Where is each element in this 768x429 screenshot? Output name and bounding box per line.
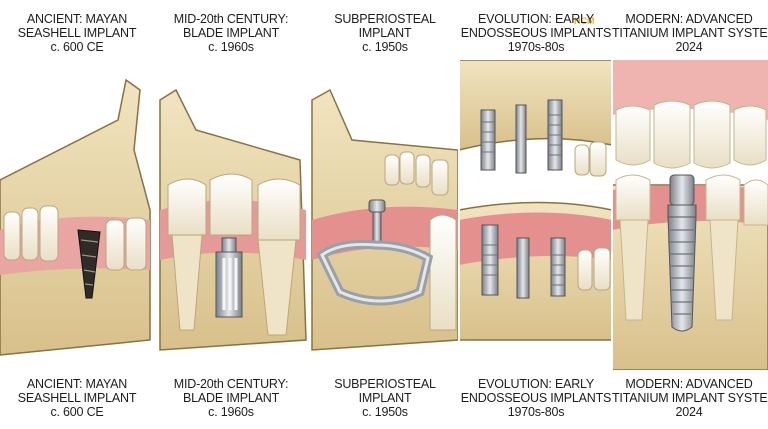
panel-divider [611,0,613,429]
panel-modern-titanium [612,60,768,370]
panel-divider [458,0,460,429]
panel-endosseous [459,60,612,370]
caption-line: IMPLANT [308,391,462,405]
panel-mayan-seashell [0,60,154,370]
caption-date: 2024 [612,405,766,419]
caption-line: SUBPERIOSTEAL [308,377,462,391]
panel-divider [153,0,155,429]
caption-line: ANCIENT: MAYAN [0,377,154,391]
caption-line: ANCIENT: MAYAN [0,12,154,26]
panel-subperiosteal [308,60,462,370]
caption-date: 1970s-80s [459,405,613,419]
caption-line: EVOLUTION: EARLY [459,12,613,26]
panel-blade-implant [154,60,308,370]
panel-divider [307,0,309,429]
caption-date: c. 1960s [154,405,308,419]
caption-bottom-modern: MODERN: ADVANCED TITANIUM IMPLANT SYSTEM… [612,377,766,419]
caption-top-subperiosteal: SUBPERIOSTEAL IMPLANT c. 1950s [308,12,462,54]
caption-top-modern: MODERN: ADVANCED TITANIUM IMPLANT SYSTEM… [612,12,766,54]
caption-top-blade: MID-20th CENTURY: BLADE IMPLANT c. 1960s [154,12,308,54]
caption-date: c. 1960s [154,40,308,54]
caption-line: MODERN: ADVANCED [612,377,766,391]
titanium-implant [668,175,696,331]
caption-line: MID-20th CENTURY: [154,12,308,26]
caption-line: TITANIUM IMPLANT SYSTEM [612,26,766,40]
implant-illustrations [0,60,768,370]
caption-date: c. 600 CE [0,405,154,419]
caption-top-mayan: ANCIENT: MAYAN SEASHELL IMPLANT c. 600 C… [0,12,154,54]
caption-date: c. 600 CE [0,40,154,54]
caption-line: EVOLUTION: EARLY [459,377,613,391]
caption-line: BLADE IMPLANT [154,391,308,405]
caption-line: MID-20th CENTURY: [154,377,308,391]
caption-bottom-endosseous: EVOLUTION: EARLY ENDOSSEOUS IMPLANTS 197… [459,377,613,419]
caption-bottom-subperiosteal: SUBPERIOSTEAL IMPLANT c. 1950s [308,377,462,419]
caption-bottom-blade: MID-20th CENTURY: BLADE IMPLANT c. 1960s [154,377,308,419]
caption-bottom-mayan: ANCIENT: MAYAN SEASHELL IMPLANT c. 600 C… [0,377,154,419]
caption-line: ENDOSSEOUS IMPLANTS [459,391,613,405]
caption-line: BLADE IMPLANT [154,26,308,40]
caption-date: c. 1950s [308,405,462,419]
caption-line: IMPLANT [308,26,462,40]
caption-line: ENDOSSEOUS IMPLANTS [459,26,613,40]
caption-line: MODERN: ADVANCED [612,12,766,26]
caption-line: SEASHELL IMPLANT [0,391,154,405]
caption-line: TITANIUM IMPLANT SYSTEM [612,391,766,405]
caption-date: 1970s-80s [459,40,613,54]
caption-date: 2024 [612,40,766,54]
caption-line: SEASHELL IMPLANT [0,26,154,40]
caption-date: c. 1950s [308,40,462,54]
caption-top-endosseous: EVOLUTION: EARLY ENDOSSEOUS IMPLANTS 197… [459,12,613,54]
caption-line: SUBPERIOSTEAL [308,12,462,26]
